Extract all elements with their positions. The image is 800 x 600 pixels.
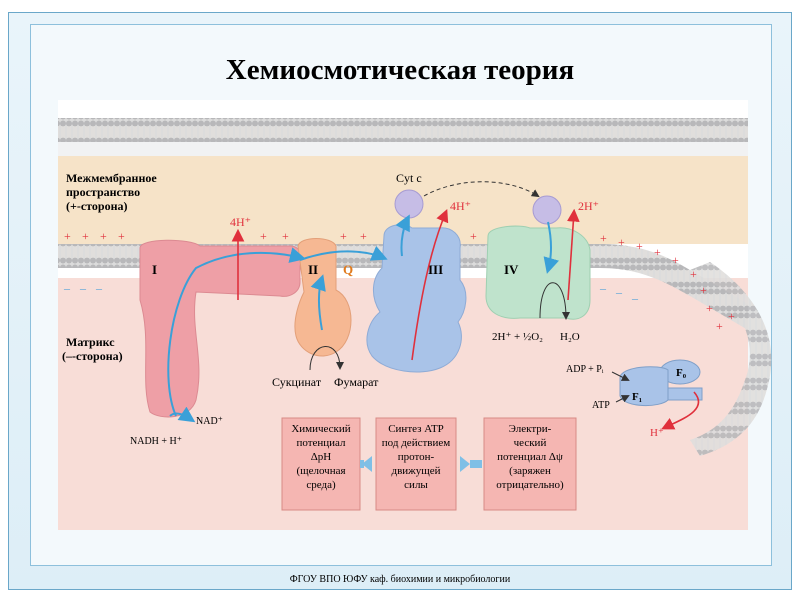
matrix-label-2: (–-сторона) [62,349,123,363]
svg-text:–: – [79,281,87,295]
svg-text:+: + [282,229,289,243]
reaction-arrows [309,282,630,403]
h-label-complex-i: 4H⁺ [230,215,251,229]
cytc-label: Cyt c [396,171,422,185]
svg-text:отрицательно): отрицательно) [496,479,564,491]
complex-iii-label: III [428,262,443,277]
cytc-shuttle-arrow [423,181,540,198]
intermembrane-label-3: (+-сторона) [66,199,127,213]
svg-text:протон-: протон- [398,451,435,463]
svg-text:Синтез ATP: Синтез ATP [388,423,444,435]
adp-label: ADP + Pᵢ [566,364,604,375]
svg-text:+: + [672,253,679,267]
atp-label: ATP [592,400,610,411]
crista-membrane [690,262,772,456]
svg-text:+: + [360,229,367,243]
h-label-complex-iv: 2H⁺ [578,199,599,213]
h-label-complex-iii: 4H⁺ [450,199,471,213]
succinate-label: Сукцинат [272,375,322,389]
box-electrical-potential: Электри- ческий потенциал Δψ (заряжен от… [483,417,577,511]
negative-charges: ––– ––– [63,281,639,305]
svg-text:под действием: под действием [382,437,450,449]
electron-flow [167,214,559,423]
svg-text:+: + [600,231,607,245]
svg-text:+: + [340,229,347,243]
svg-text:–: – [63,281,71,295]
box-arrows [360,456,482,472]
ubiquinone-label: Q [343,262,353,277]
svg-text:Химический: Химический [291,423,350,435]
cytochrome-c [394,189,562,225]
proton-out-label: H⁺ [650,427,664,439]
complex-ii-label: II [308,262,318,277]
atp-synthase: F₁ F₀ [619,359,703,406]
complex-i: I [139,239,303,418]
f1-label: F₁ [632,391,642,403]
f0-label: F₀ [676,367,687,379]
svg-text:потенциал Δψ: потенциал Δψ [497,451,563,463]
slide-title: Хемиосмотическая теория [225,54,575,86]
svg-text:–: – [615,285,623,299]
svg-text:силы: силы [404,479,428,491]
svg-text:движущей: движущей [391,465,440,477]
complex-i-label: I [152,262,157,277]
svg-text:–: – [631,291,639,305]
svg-text:+: + [100,229,107,243]
svg-text:+: + [470,229,477,243]
svg-text:Электри-: Электри- [509,423,552,435]
svg-text:(заряжен: (заряжен [509,465,551,477]
svg-text:+: + [716,319,723,333]
svg-text:–: – [599,281,607,295]
complex-iv-label: IV [504,262,519,277]
proton-flow [231,208,700,430]
nad-label: NAD⁺ [196,416,223,427]
svg-text:+: + [260,229,267,243]
svg-text:ΔpH: ΔpH [311,451,332,463]
svg-text:потенциал: потенциал [296,437,346,449]
intermembrane-label-1: Межмембранное [66,171,157,185]
svg-text:+: + [118,229,125,243]
outer-membrane [58,118,748,142]
svg-text:+: + [636,239,643,253]
svg-text:+: + [728,309,735,323]
oxygen-reaction-label: 2H⁺ + ½O₂ [492,331,543,343]
intermembrane-label-2: пространство [66,185,140,199]
svg-text:+: + [82,229,89,243]
nadh-label: NADH + H⁺ [130,436,182,447]
svg-text:–: – [95,281,103,295]
svg-text:+: + [64,229,71,243]
svg-text:+: + [706,301,713,315]
box-chemical-potential: Химический потенциал ΔpH (щелочная среда… [281,417,361,511]
complex-iv: IV [485,225,591,320]
svg-text:(щелочная: (щелочная [296,465,345,477]
svg-text:ческий: ческий [514,437,547,449]
svg-text:среда): среда) [306,479,336,491]
water-label: H₂O [560,331,580,343]
svg-text:+: + [654,245,661,259]
slide-footer: ФГОУ ВПО ЮФУ каф. биохимии и микробиолог… [289,574,511,585]
fumarate-label: Фумарат [334,375,379,389]
svg-text:+: + [700,283,707,297]
matrix-label-1: Матрикс [66,335,115,349]
positive-charges: ++++ ++++ ++++ ++++ +++ [64,229,735,333]
svg-text:+: + [618,235,625,249]
box-atp-synthesis: Синтез ATP под действием протон- движуще… [375,417,457,511]
svg-text:+: + [690,267,697,281]
